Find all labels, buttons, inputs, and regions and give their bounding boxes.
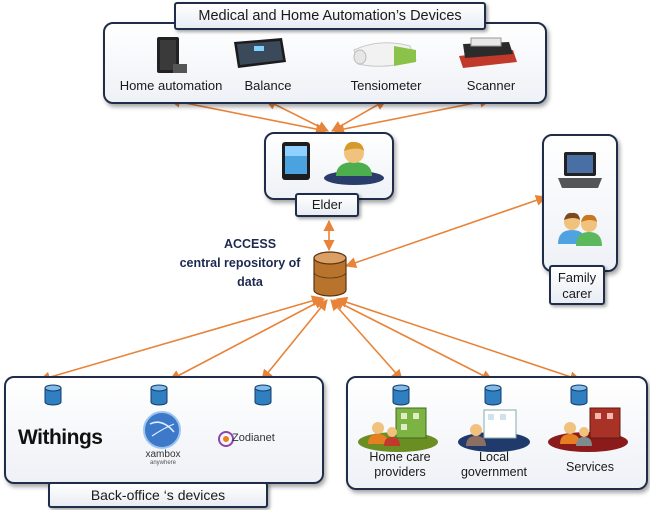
arrow-repository-family	[344, 194, 548, 269]
central-label-repository: central repository of	[179, 256, 301, 270]
arrow-balance-elder	[264, 99, 330, 132]
small-database-icon	[570, 384, 588, 406]
arrow-repository-backoffice-2	[169, 298, 325, 381]
xambox-logo	[143, 411, 181, 449]
xambox-logo-subtext: anywhere	[149, 460, 176, 466]
user-icon	[324, 141, 384, 185]
government-icon	[458, 409, 530, 452]
services-icon	[548, 407, 628, 452]
small-database-icon	[150, 384, 168, 406]
back-office-label: Back-office ‘s devices	[48, 482, 268, 508]
arrow-repository-backoffice-1	[38, 295, 324, 383]
small-database-icon	[254, 384, 272, 406]
service-label-government: Local government	[452, 450, 536, 480]
family-panel	[542, 134, 618, 272]
arrow-repository-backoffice-3	[261, 299, 328, 381]
central-label-access: ACCESS	[223, 237, 277, 251]
tensiometer-icon	[353, 42, 417, 67]
arrow-repository-homecare	[330, 299, 403, 381]
home-automation-icon	[157, 37, 187, 73]
devices-panel-title: Medical and Home Automation’s Devices	[174, 2, 486, 30]
arrow-scanner-elder	[332, 96, 492, 135]
arrow-repository-services	[335, 296, 582, 383]
services-line1: Services	[566, 460, 614, 474]
small-database-icon	[44, 384, 62, 406]
device-label-tensiometer: Tensiometer	[350, 78, 422, 93]
central-label-data: data	[237, 275, 263, 289]
service-label-home-care: Home care providers	[360, 450, 440, 480]
tablet-icon	[282, 142, 310, 180]
zodianet-logo-text: Zodianet	[232, 432, 275, 444]
home-care-icon	[358, 407, 438, 452]
elder-label: Elder	[295, 193, 359, 217]
zodianet-logo-mark	[218, 431, 234, 447]
scale-icon	[234, 38, 286, 68]
laptop-icon	[558, 152, 602, 188]
device-label-home-automation: Home automation	[119, 78, 223, 93]
scanner-icon	[459, 37, 517, 68]
family-label-line1: Family	[557, 270, 597, 285]
arrow-home-automation-elder	[168, 96, 328, 135]
government-line2: government	[460, 465, 527, 479]
home-care-line1: Home care	[369, 450, 431, 464]
device-label-balance: Balance	[244, 78, 292, 93]
small-database-icon	[484, 384, 502, 406]
government-line1: Local	[479, 450, 509, 464]
xambox-logo-text: xambox	[145, 449, 181, 460]
home-care-line2: providers	[374, 465, 426, 479]
database-icon	[313, 251, 347, 297]
family-carer-label: Family carer	[549, 265, 605, 305]
people-icon	[558, 212, 602, 246]
device-label-scanner: Scanner	[466, 78, 516, 93]
small-database-icon	[392, 384, 410, 406]
withings-logo: Withings	[18, 426, 103, 449]
service-label-services: Services	[550, 460, 630, 475]
family-label-line2: carer	[562, 286, 592, 301]
arrow-repository-government	[333, 299, 493, 381]
